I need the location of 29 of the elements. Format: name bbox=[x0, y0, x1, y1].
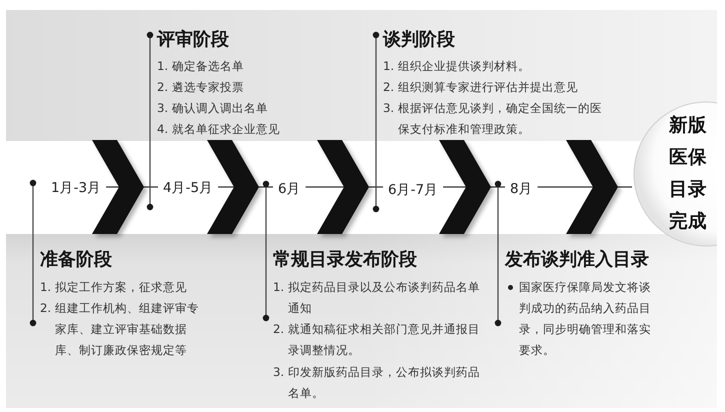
list-item: 1. 拟定药品目录以及公布谈判药品名单通知 bbox=[273, 278, 481, 317]
time-label: 6月-7月 bbox=[384, 179, 442, 201]
list-item: 2. 组建工作机构、组建评审专家库、建立评审基础数据库、制订廉政保密规定等 bbox=[40, 300, 200, 360]
stage-heading: 发布谈判准入目录 bbox=[505, 248, 650, 272]
stage-heading: 评审阶段 bbox=[157, 28, 230, 52]
list-item: 3. 确认调入调出名单 bbox=[157, 100, 269, 118]
stage-heading: 准备阶段 bbox=[40, 248, 113, 272]
time-label: 4月-5月 bbox=[159, 177, 218, 199]
list-item: 3. 印发新版药品目录，公布拟谈判药品名单。 bbox=[273, 364, 481, 402]
list-item: 1. 确定备选名单 bbox=[157, 58, 245, 74]
list-item: 1. 组织企业提供谈判材料。 bbox=[383, 58, 531, 74]
list-item: 1. 拟定工作方案，征求意见 bbox=[40, 278, 188, 296]
connector-line bbox=[146, 32, 154, 210]
list-item: 4. 就名单征求企业意见 bbox=[157, 121, 281, 138]
list-item: 国家医疗保障局发文将谈判成功的药品纳入药品目录，同步明确管理和落实要求。 bbox=[519, 278, 652, 360]
time-label: 6月 bbox=[274, 178, 305, 200]
list-item: 2. 组织测算专家进行评估并提出意见 bbox=[383, 78, 579, 96]
list-item: 2. 遴选专家投票 bbox=[157, 78, 245, 96]
list-item: 2. 就通知稿征求相关部门意见并通报目录调整情况。 bbox=[273, 321, 481, 360]
connector-line bbox=[262, 180, 270, 322]
connector-line bbox=[494, 180, 502, 326]
connector-line bbox=[30, 180, 36, 326]
milestone-label: 新版医保目录完成 bbox=[669, 114, 708, 234]
list-item: 3. 根据评估意见谈判，确定全国统一的医保支付标准和管理政策。 bbox=[383, 100, 603, 138]
time-label: 8月 bbox=[506, 178, 537, 200]
stage-heading: 常规目录发布阶段 bbox=[273, 248, 418, 272]
time-label: 1月-3月 bbox=[47, 177, 106, 199]
stage-heading: 谈判阶段 bbox=[383, 28, 456, 52]
connector-line bbox=[372, 32, 380, 212]
